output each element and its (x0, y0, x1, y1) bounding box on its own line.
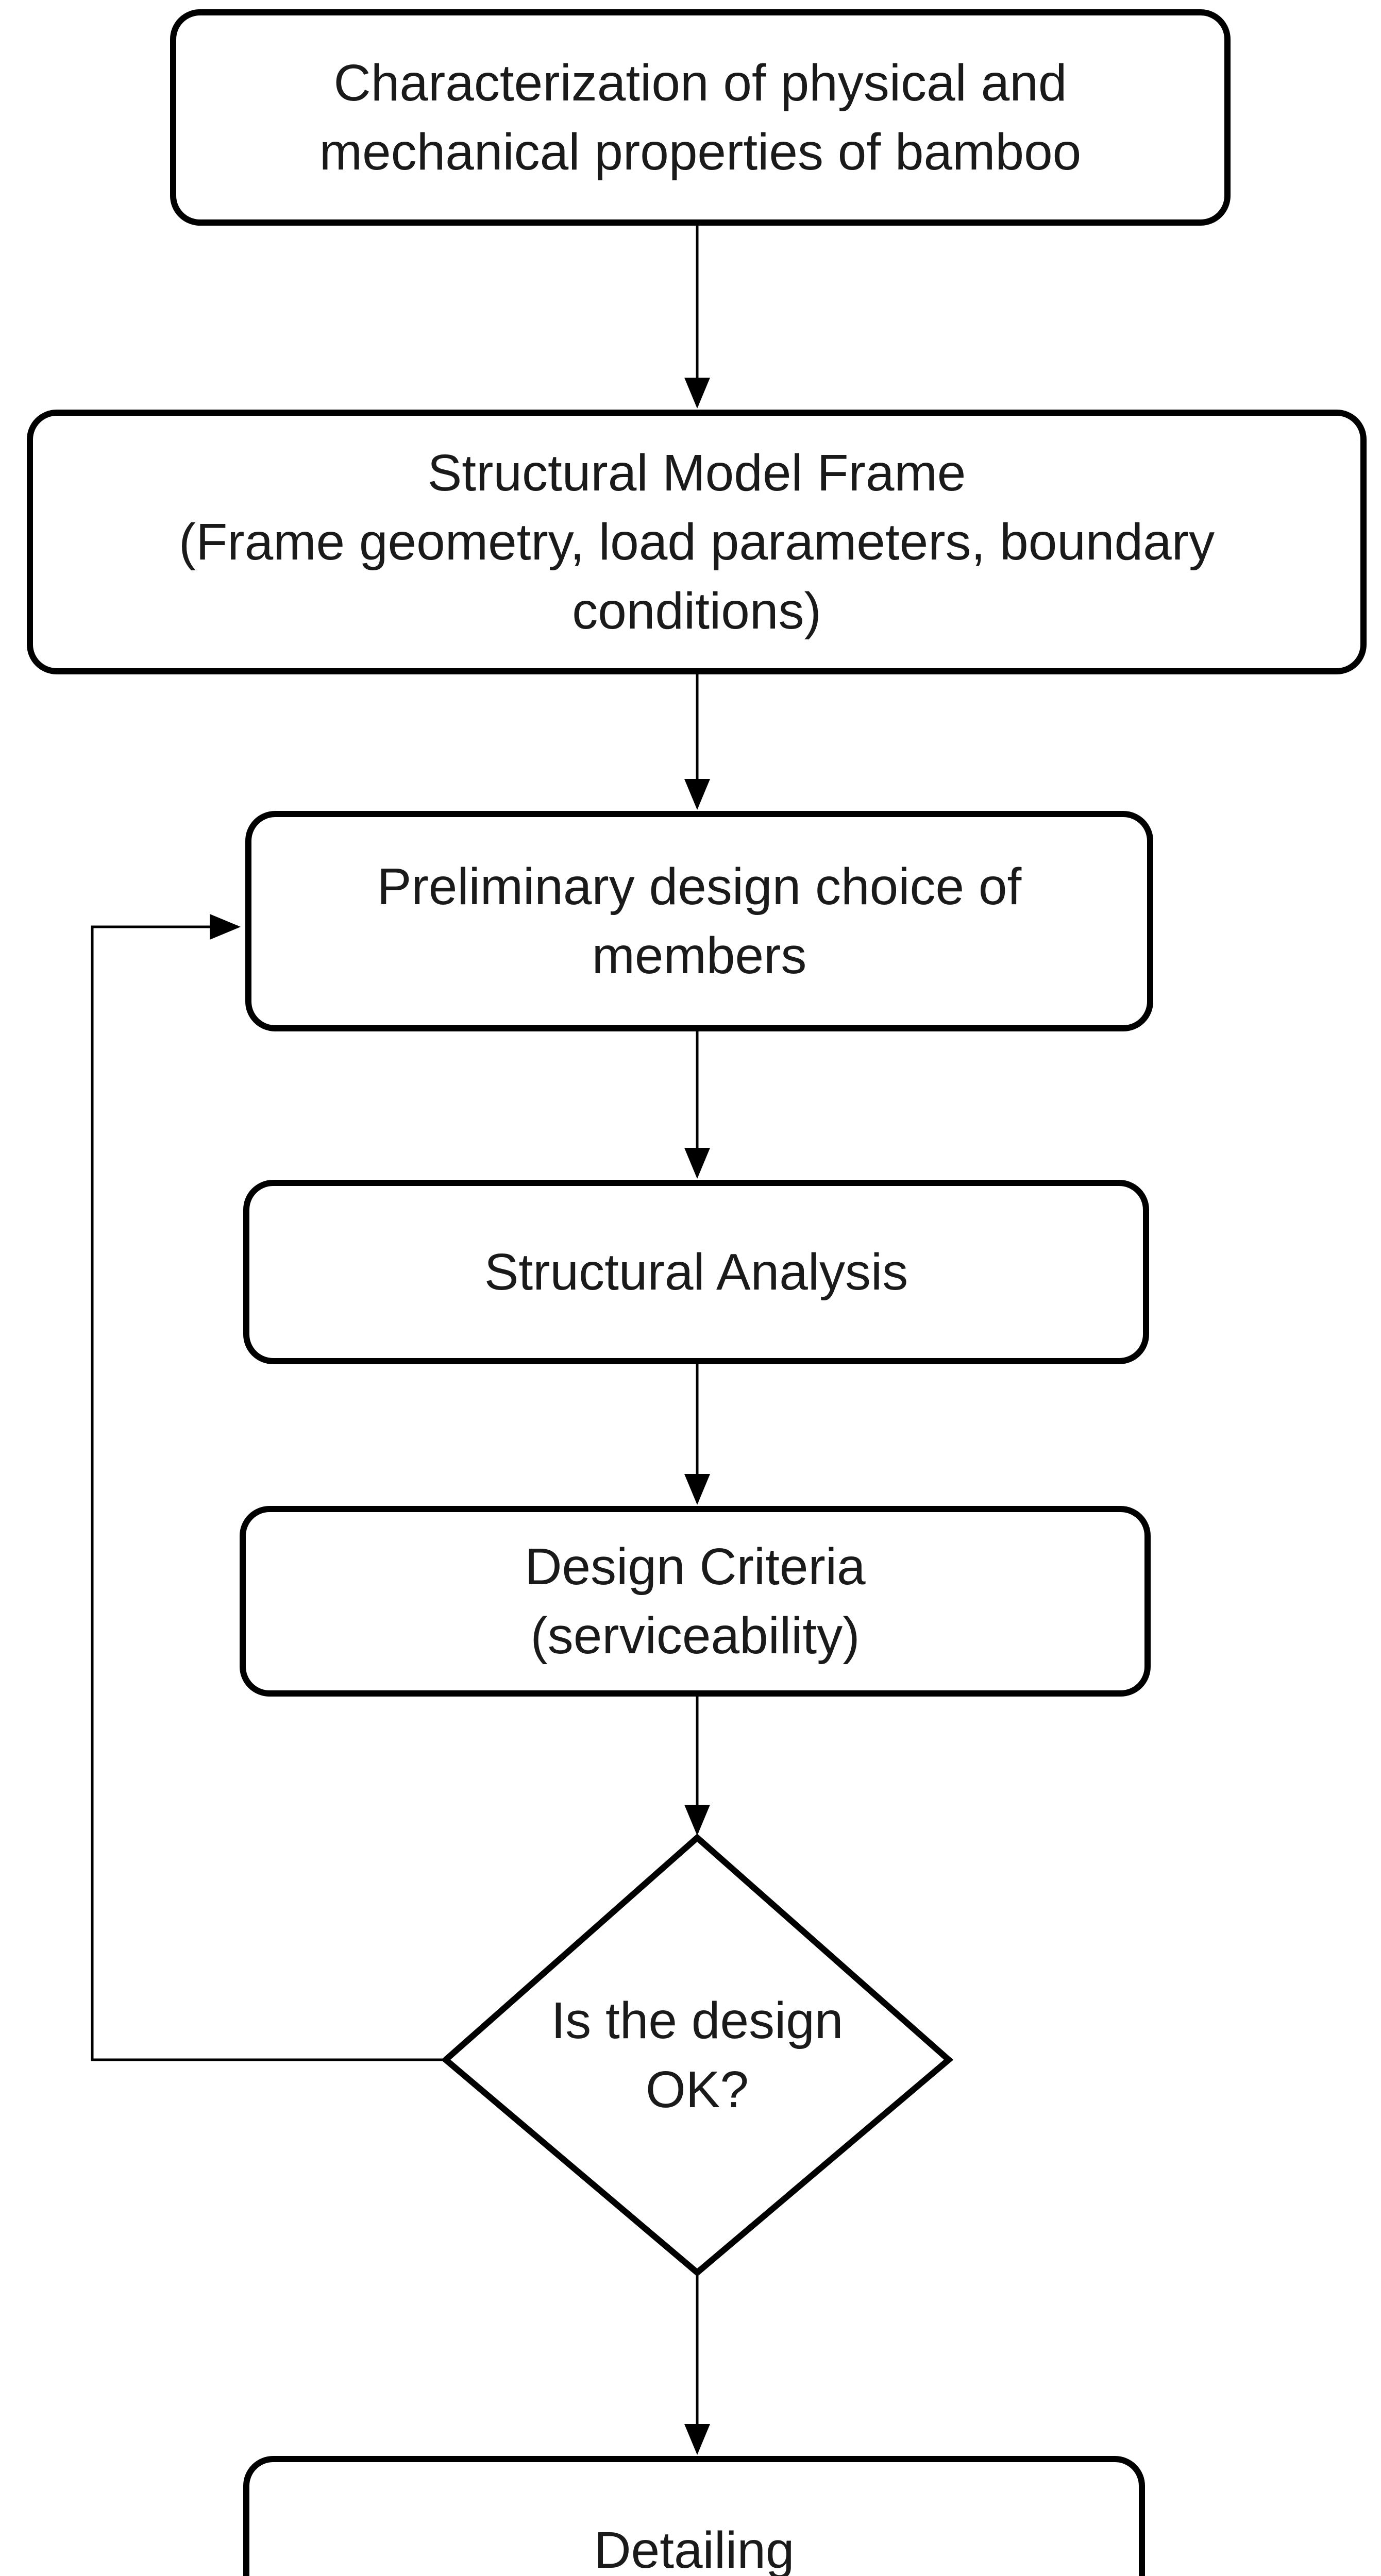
node-detailing: Detailing (243, 2456, 1145, 2576)
node-preliminary-design-choice: Preliminary design choice of members (245, 811, 1153, 1031)
decision-diamond-shape (441, 1833, 954, 2277)
edge-decision-feedback-to-preliminary-design (91, 914, 446, 2061)
node-characterization: Characterization of physical and mechani… (170, 9, 1231, 226)
node-characterization-label: Characterization of physical and mechani… (319, 54, 1082, 181)
node-design-criteria: Design Criteria (serviceability) (240, 1506, 1151, 1697)
node-design-ok-decision: Is the design OK? (491, 1946, 903, 2164)
node-design-ok-decision-label: Is the design OK? (551, 1992, 844, 2119)
node-structural-analysis: Structural Analysis (243, 1180, 1149, 1364)
node-structural-analysis-label: Structural Analysis (484, 1243, 908, 1301)
node-structural-model-frame-label: Structural Model Frame (Frame geometry, … (178, 444, 1215, 640)
node-preliminary-design-choice-label: Preliminary design choice of members (377, 858, 1022, 985)
node-design-criteria-label: Design Criteria (serviceability) (525, 1538, 866, 1665)
node-detailing-label: Detailing (594, 2521, 795, 2576)
node-structural-model-frame: Structural Model Frame (Frame geometry, … (27, 410, 1367, 674)
